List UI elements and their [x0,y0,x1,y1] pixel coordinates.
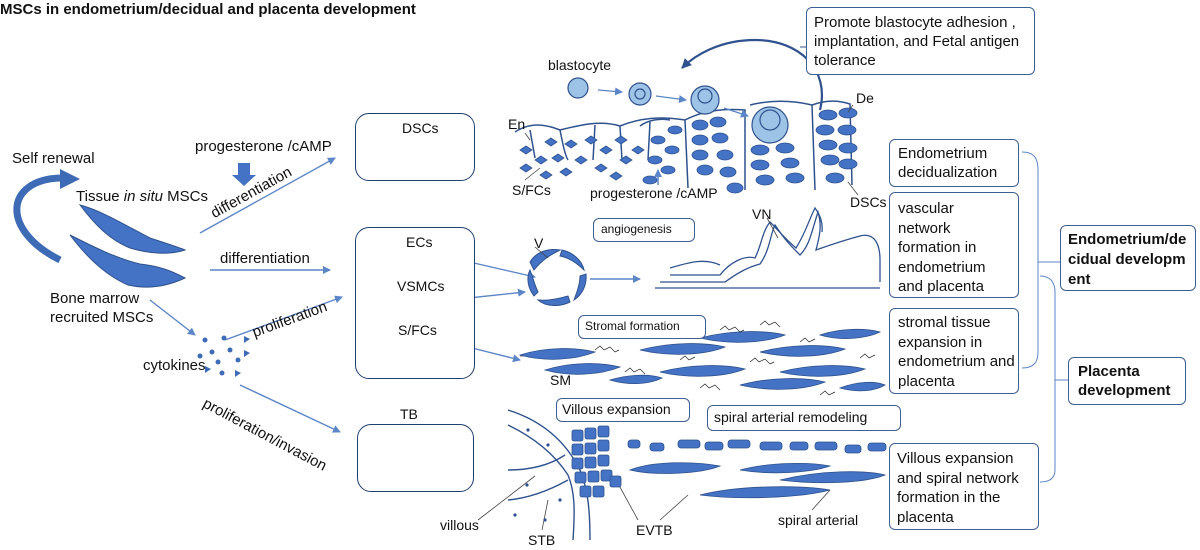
vascular-box [889,192,1019,298]
cytokines-label: cytokines [143,357,206,374]
sfcs-tissue-label: S/FCs [512,182,551,198]
vascular-network [655,206,881,289]
endometrium-tissue [514,77,858,194]
villous-expansion-label: Villous expansion [562,401,671,417]
vsmcs-label: VSMCs [397,278,445,294]
self-renewal-arrowhead [60,169,80,189]
sfcs-box-label: S/FCs [398,322,437,338]
endometrium-summary-text: Endometrium/decidual development [1068,231,1187,288]
spiral-remodeling-label: spiral arterial remodeling [714,409,868,425]
stromal-formation-box [578,315,706,339]
blastocyte-1 [567,77,589,99]
summary-brackets [1021,151,1068,483]
en-label: En [508,116,526,132]
stromal-formation-label: Stromal formation [585,319,680,333]
arrow-to-cytokines [149,299,196,336]
tb-label: TB [400,406,418,422]
villous-label: villous [440,517,479,533]
arrow-to-dscs [199,157,336,234]
stromal-tissue [518,320,886,396]
diagram-title: MSCs in endometrium/decidual and placent… [0,1,416,18]
promote-box [806,7,1035,75]
progesterone-tissue-label: progesterone /cAMP [590,185,718,201]
spiral-arterial-label: spiral arterial [778,512,859,528]
dscs-tissue-label: DSCs [850,194,887,210]
blastocyte-label: blastocyte [548,57,612,73]
sm-label: SM [550,372,571,388]
spiral-remodeling-box [707,405,901,431]
vascular-text: vascular network formation in endometriu… [898,200,986,295]
evtb-label: EVTB [636,522,673,538]
ecs-label: ECs [406,234,433,250]
decidualization-text: Endometrium decidualization [898,145,998,181]
placenta-summary-text: Placenta development [1078,363,1171,399]
tissue-msc-label: Tissue in situ MSCs [76,188,208,205]
promote-text: Promote blastocyte adhesion , implantati… [814,14,1020,69]
arrow-to-tb [239,384,341,433]
progesterone-label: progesterone /cAMP [195,138,332,155]
endometrium-summary-box [1060,225,1196,291]
placenta-summary-box [1068,357,1186,405]
stromal-box [889,308,1019,394]
self-renewal-label: Self renewal [12,150,95,167]
tb-box [357,424,474,492]
stb-label: STB [528,532,556,548]
villous-expansion-box [556,398,690,422]
villous-outcome-box [889,443,1039,530]
promote-curve-arrow [681,38,823,111]
recruited-msc-label: recruited MSCs [50,309,154,326]
stromal-text: stromal tissue expansion in endometrium … [898,314,1015,390]
dscs-box [355,113,475,181]
progesterone-block-arrow [232,163,256,186]
bone-marrow-msc-cell [69,234,187,288]
placenta-villous-tissue [507,409,887,541]
vessel-ring [527,249,587,306]
vn-label: VN [752,206,772,222]
v-label: V [534,235,544,251]
angiogenesis-label: angiogenesis [601,222,672,236]
bone-marrow-label: Bone marrow [50,290,140,307]
decidualization-box [889,139,1019,187]
villous-outcome-text: Villous expansion and spiral network for… [897,450,1019,526]
de-label: De [856,90,874,106]
tissue-msc-cell [78,204,187,254]
angiogenesis-box [593,218,695,242]
cytokine-particles [197,335,250,377]
arrow-to-proliferation [224,295,343,341]
cell-types-box [355,227,475,379]
self-renewal-arrow [13,174,62,264]
differentiation-mid-label: differentiation [220,250,310,267]
dscs-box-label: DSCs [402,120,439,136]
